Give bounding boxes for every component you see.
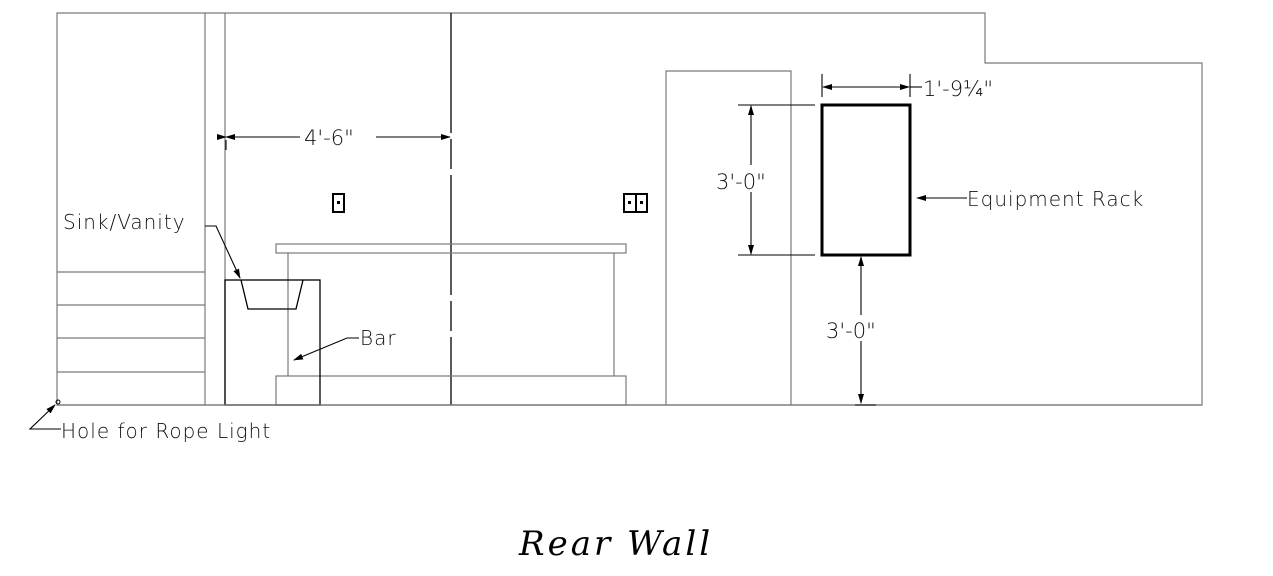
dimension-rack-to-floor	[855, 256, 876, 406]
equipment-rack-label: Equipment Rack	[967, 187, 1144, 211]
dimension-text-4-6: 4'-6"	[304, 126, 354, 150]
door	[665, 70, 792, 405]
bar-leader	[293, 337, 359, 361]
equipment-rack	[820, 103, 912, 257]
rope-light-leader	[28, 404, 61, 430]
dimension-text-rack-width: 1'-9¼"	[923, 77, 993, 101]
dimension-rack-width	[821, 74, 922, 97]
single-switch-plate	[332, 193, 345, 213]
dimension-bar-to-centerline	[217, 134, 451, 150]
rope-light-hole	[55, 399, 61, 405]
sink-vanity-label: Sink/Vanity	[63, 210, 186, 234]
rope-light-label: Hole for Rope Light	[61, 419, 271, 443]
bar-label: Bar	[360, 326, 397, 350]
left-shelving	[57, 13, 226, 405]
sink-vanity	[224, 279, 321, 406]
dimension-rack-height	[738, 104, 815, 256]
sink-vanity-leader	[205, 225, 241, 279]
double-switch-plate	[623, 193, 648, 213]
dimension-text-rack-to-floor: 3'-0"	[826, 319, 876, 343]
drawing-title: Rear Wall	[518, 524, 713, 564]
dimension-text-rack-height: 3'-0"	[716, 170, 766, 194]
